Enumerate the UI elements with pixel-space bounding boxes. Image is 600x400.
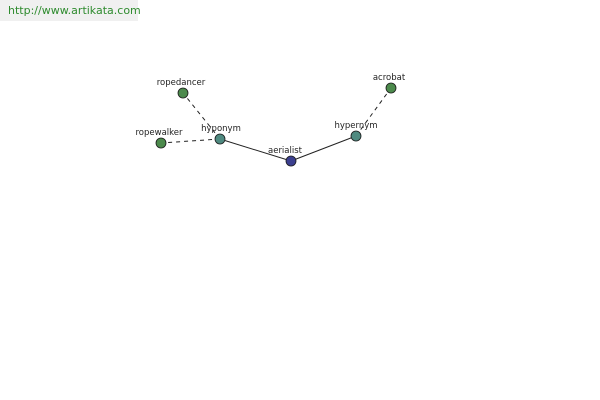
node-aerialist[interactable] [285,155,297,167]
node-ropewalker[interactable] [155,137,167,149]
node-label-hyponym: hyponym [201,124,241,134]
edge-aerialist-hypernym [290,135,357,162]
edge-hyponym-ropedancer [182,92,221,140]
site-url-link[interactable]: http://www.artikata.com [0,0,141,21]
edge-hyponym-ropewalker [160,138,221,144]
edge-hypernym-acrobat [355,87,392,137]
edge-aerialist-hyponym [219,138,292,162]
node-label-hypernym: hypernym [334,121,377,131]
node-label-aerialist: aerialist [268,146,303,156]
node-label-ropedancer: ropedancer [157,78,206,88]
node-hyponym[interactable] [214,133,226,145]
node-label-acrobat: acrobat [373,73,406,83]
node-hypernym[interactable] [350,130,362,142]
node-acrobat[interactable] [385,82,397,94]
node-label-ropewalker: ropewalker [136,128,184,138]
node-ropedancer[interactable] [177,87,189,99]
